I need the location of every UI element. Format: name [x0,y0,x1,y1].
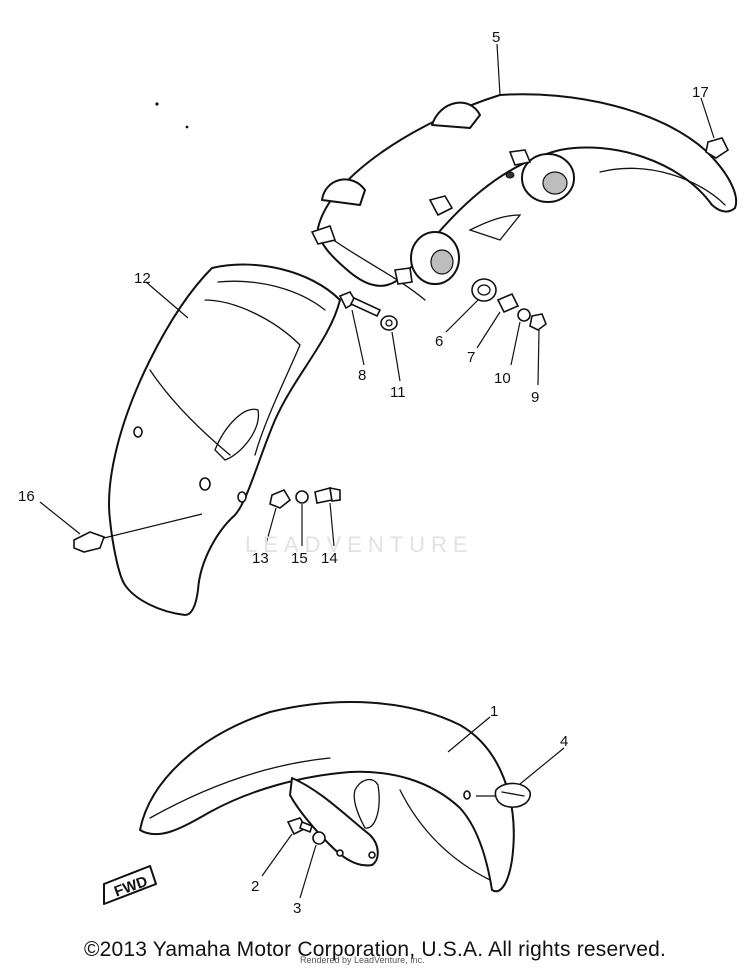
washer-10 [517,308,531,322]
cap-17 [705,137,730,159]
washer-15 [295,490,309,504]
callout-15: 15 [291,550,308,567]
damper-6 [471,278,497,302]
callout-14: 14 [321,550,338,567]
fwd-label: FWD [112,873,150,901]
callout-2: 2 [251,878,259,895]
callout-7: 7 [467,349,475,366]
clip-16 [73,531,106,553]
stray-dot [155,102,159,106]
fwd-arrow: FWD [103,865,157,905]
callout-17: 17 [692,84,709,101]
callout-10: 10 [494,370,511,387]
callout-12: 12 [134,270,151,287]
nut-13 [269,488,292,509]
washer-11 [380,315,398,331]
bolt-2 [286,817,313,836]
washer-3 [312,831,326,845]
nut-9 [529,313,547,331]
stray-dot [185,125,189,129]
collar-7 [496,292,520,314]
rear-fender [310,93,738,301]
callout-9: 9 [531,389,539,406]
callout-6: 6 [435,333,443,350]
bolt-8 [338,291,382,318]
bolt-14 [314,486,341,504]
rear-flap [108,263,341,616]
callout-1: 1 [490,703,498,720]
reflector-4 [494,782,531,808]
callout-11: 11 [390,384,406,401]
rendered-note: Rendered by LeadVenture, Inc. [300,955,425,965]
watermark: LEADVENTURE [245,532,474,557]
callout-13: 13 [252,550,269,567]
leader-lines [39,43,715,899]
callout-16: 16 [18,488,35,505]
callout-3: 3 [293,900,301,917]
callout-4: 4 [560,733,568,750]
front-fender [139,701,515,893]
callout-numbers: 5 17 12 6 7 10 9 8 11 13 15 14 16 1 4 2 … [18,29,709,917]
callout-5: 5 [492,29,500,46]
callout-8: 8 [358,367,366,384]
copyright-notice: ©2013 Yamaha Motor Corporation, U.S.A. A… [83,938,667,961]
